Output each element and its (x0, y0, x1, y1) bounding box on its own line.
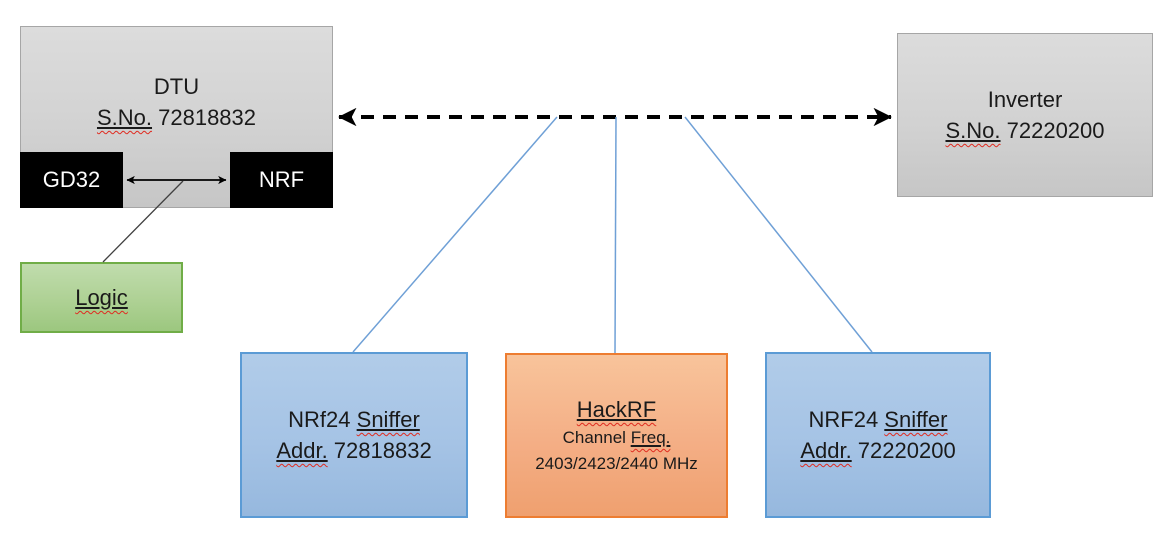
hackrf-channel-line: Channel Freq. (562, 428, 671, 447)
inverter-serial: S.No. 72220200 (945, 115, 1104, 146)
logic-label: Logic (75, 285, 128, 310)
nrf-label: NRF (258, 167, 305, 192)
dtu-serial-label: S.No. (96, 105, 153, 130)
inverter-serial-value: 72220200 (1000, 118, 1105, 143)
sniffer-left-connector (352, 116, 558, 353)
nrf-box: NRF (230, 152, 333, 208)
hackrf-connector (614, 116, 617, 354)
inverter-box: Inverter S.No. 72220200 (897, 33, 1153, 197)
inverter-serial-label: S.No. (945, 118, 1001, 143)
gd32-box: GD32 (20, 152, 123, 208)
dtu-serial-value: 72818832 (152, 105, 257, 130)
dtu-title: DTU (153, 74, 200, 99)
sniffer-left-address: Addr. 72818832 (276, 438, 432, 463)
gd32-label: GD32 (42, 167, 101, 192)
sniffer-left-name: NRf24 Sniffer (288, 407, 420, 432)
logic-box: Logic (20, 262, 183, 333)
sniffer-left-box: NRf24 Sniffer Addr. 72818832 (240, 352, 468, 518)
sniffer-right-address: Addr. 72220200 (800, 438, 956, 463)
sniffer-right-name: NRF24 Sniffer (808, 407, 948, 432)
hackrf-box: HackRF Channel Freq. 2403/2423/2440 MHz (505, 353, 728, 518)
hackrf-title: HackRF (576, 397, 657, 422)
hackrf-frequencies: 2403/2423/2440 MHz (535, 454, 698, 473)
sniffer-right-box: NRF24 Sniffer Addr. 72220200 (765, 352, 991, 518)
dtu-serial: S.No. 72818832 (97, 102, 256, 133)
sniffer-right-connector (684, 116, 873, 353)
inverter-title: Inverter (987, 87, 1063, 112)
